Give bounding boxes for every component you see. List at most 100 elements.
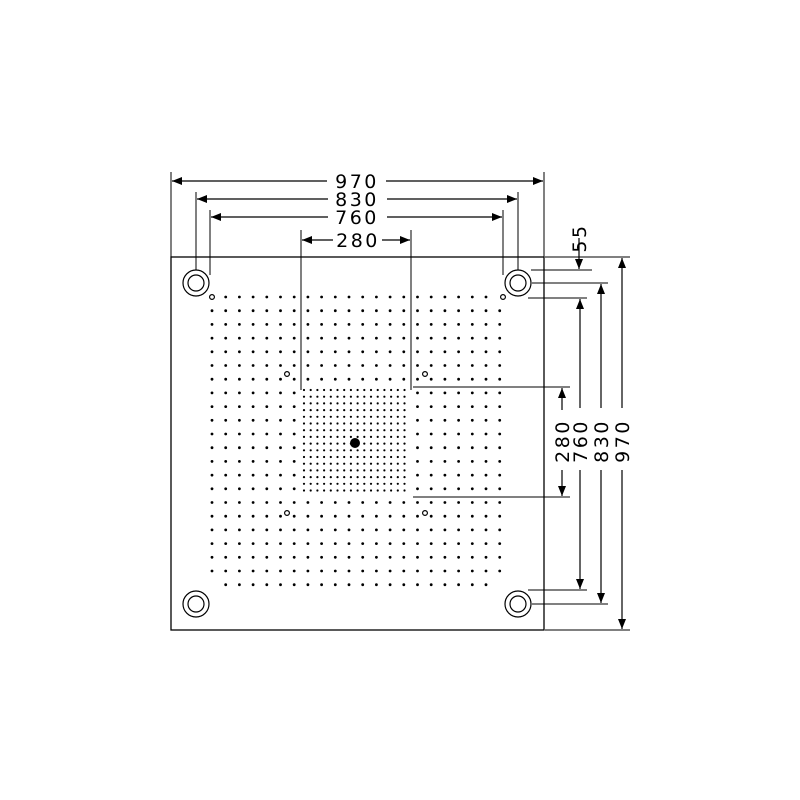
center-nozzle-dot	[302, 435, 306, 438]
nozzle-dot	[375, 514, 378, 518]
center-nozzle-dot	[369, 402, 373, 405]
center-nozzle-dot	[316, 429, 319, 432]
center-nozzle-dot	[376, 402, 379, 405]
nozzle-dot	[443, 323, 447, 326]
nozzle-dot	[416, 542, 419, 545]
nozzle-dot	[224, 460, 228, 463]
center-nozzle-dot	[376, 462, 379, 465]
nozzle-dot	[292, 418, 296, 422]
nozzle-dot	[498, 542, 502, 545]
nozzle-dot	[306, 501, 310, 504]
center-nozzle-dot	[323, 429, 326, 432]
nozzle-dot	[388, 555, 392, 559]
nozzle-dot	[333, 583, 337, 587]
nozzle-dot	[251, 473, 255, 477]
center-nozzle-dot	[376, 395, 379, 398]
nozzle-dot	[402, 583, 406, 587]
center-nozzle-dot	[323, 402, 326, 405]
center-nozzle-dot	[336, 455, 339, 459]
nozzle-dot	[238, 432, 241, 436]
center-nozzle-dot	[336, 449, 339, 452]
nozzle-dot	[402, 377, 406, 381]
dim-label-760-h: 760	[335, 207, 379, 229]
center-nozzle-dot	[329, 442, 332, 445]
dim-label-830-h: 830	[335, 189, 379, 211]
nozzle-dot	[470, 364, 474, 367]
nozzle-dot	[292, 323, 296, 326]
nozzle-dot	[470, 405, 474, 408]
center-nozzle-dot	[329, 395, 332, 398]
nozzle-dot	[402, 569, 406, 573]
center-nozzle-dot	[323, 469, 326, 472]
nozzle-dot	[292, 501, 296, 504]
center-nozzle-dot	[302, 476, 306, 479]
center-nozzle-dot	[329, 462, 332, 465]
dimension-760-vertical: 760	[528, 297, 592, 591]
nozzle-dot	[210, 323, 214, 326]
nozzle-dot	[375, 336, 378, 340]
nozzle-dot	[443, 446, 447, 450]
nozzle-dot	[279, 377, 282, 381]
center-nozzle-dot	[323, 449, 326, 452]
center-nozzle-dot	[343, 402, 346, 405]
center-nozzle-dot	[396, 395, 399, 398]
nozzle-dot	[375, 501, 378, 504]
nozzle-dot	[210, 446, 214, 450]
center-nozzle-dot	[383, 482, 386, 485]
nozzle-dot	[443, 309, 447, 313]
center-nozzle-dot	[309, 422, 312, 425]
center-nozzle-dot	[383, 435, 386, 438]
nozzle-dot	[443, 391, 447, 395]
nozzle-dot	[251, 295, 255, 299]
dimension-830-vertical: 830	[532, 282, 613, 605]
nozzle-dot	[470, 501, 474, 504]
nozzle-dot	[333, 323, 337, 326]
nozzle-dot	[238, 295, 241, 299]
center-nozzle-dot	[356, 415, 359, 418]
nozzle-dot	[402, 542, 406, 545]
dimension-280-horizontal: 280	[300, 230, 412, 390]
center-nozzle-dot	[309, 388, 312, 392]
nozzle-dot	[416, 473, 419, 477]
nozzle-dot	[484, 501, 488, 504]
nozzle-dot	[347, 364, 351, 367]
center-nozzle-dot	[316, 395, 319, 398]
center-nozzle-dot	[363, 409, 366, 412]
nozzle-dot	[470, 487, 474, 491]
nozzle-dot	[429, 446, 433, 450]
center-nozzle-dot	[396, 476, 399, 479]
nozzle-dot	[279, 418, 282, 422]
small-ring-mark	[500, 294, 507, 301]
center-nozzle-dot	[329, 469, 332, 472]
dimension-970-horizontal: 970	[170, 171, 545, 257]
center-nozzle-dot	[349, 489, 352, 492]
nozzle-dot	[251, 528, 255, 532]
nozzle-dot	[279, 309, 282, 313]
nozzle-dot	[457, 542, 460, 545]
nozzle-dot	[238, 391, 241, 395]
center-nozzle-dot	[363, 429, 366, 432]
center-nozzle-dot	[316, 409, 319, 412]
nozzle-dot	[210, 377, 214, 381]
nozzle-dot	[416, 364, 419, 367]
center-nozzle-dot	[343, 388, 346, 392]
center-nozzle-dot	[329, 429, 332, 432]
nozzle-dot	[238, 501, 241, 504]
nozzle-dot	[238, 418, 241, 422]
nozzle-dot	[279, 555, 282, 559]
center-nozzle-dot	[369, 476, 373, 479]
center-nozzle-dot	[329, 415, 332, 418]
dim-label-970-v: 970	[612, 419, 634, 463]
nozzle-dot	[361, 583, 365, 587]
nozzle-dot	[416, 309, 419, 313]
nozzle-dot	[498, 432, 502, 436]
center-nozzle-dot	[376, 415, 379, 418]
nozzle-dot	[470, 377, 474, 381]
center-nozzle-dot	[336, 482, 339, 485]
center-nozzle-dot	[323, 435, 326, 438]
nozzle-dot	[429, 350, 433, 354]
small-ring-mark	[422, 510, 429, 517]
nozzle-dot	[375, 542, 378, 545]
nozzle-dot	[347, 295, 351, 299]
center-nozzle-dot	[369, 409, 373, 412]
